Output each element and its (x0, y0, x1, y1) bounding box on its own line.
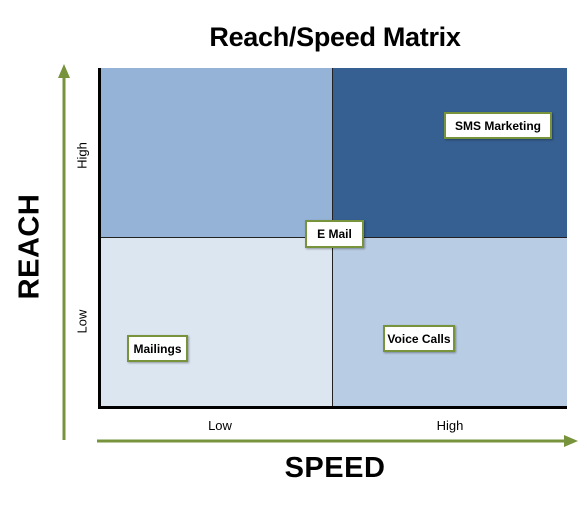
y-tick-low: Low (74, 309, 90, 334)
y-tick-high: High (74, 142, 90, 169)
label-sms-marketing: SMS Marketing (444, 112, 552, 139)
quadrant-low-speed-low-reach (100, 238, 333, 407)
x-axis-title: SPEED (284, 452, 386, 484)
x-tick-high: High (436, 418, 464, 433)
label-voice-calls: Voice Calls (383, 325, 455, 352)
reach-speed-matrix (100, 68, 567, 407)
x-axis-line (98, 406, 567, 409)
y-axis-arrow (58, 64, 70, 440)
quadrant-high-speed-low-reach (333, 238, 567, 407)
x-tick-low: Low (208, 418, 232, 433)
label-email: E Mail (305, 220, 364, 248)
matrix-title: Reach/Speed Matrix (209, 22, 461, 52)
x-axis-arrow (97, 435, 578, 447)
y-axis-title: REACH (13, 193, 46, 300)
label-mailings: Mailings (127, 335, 188, 362)
quadrant-low-speed-high-reach (100, 68, 333, 238)
y-axis-line (98, 68, 101, 409)
quadrant-high-speed-high-reach (333, 68, 567, 238)
